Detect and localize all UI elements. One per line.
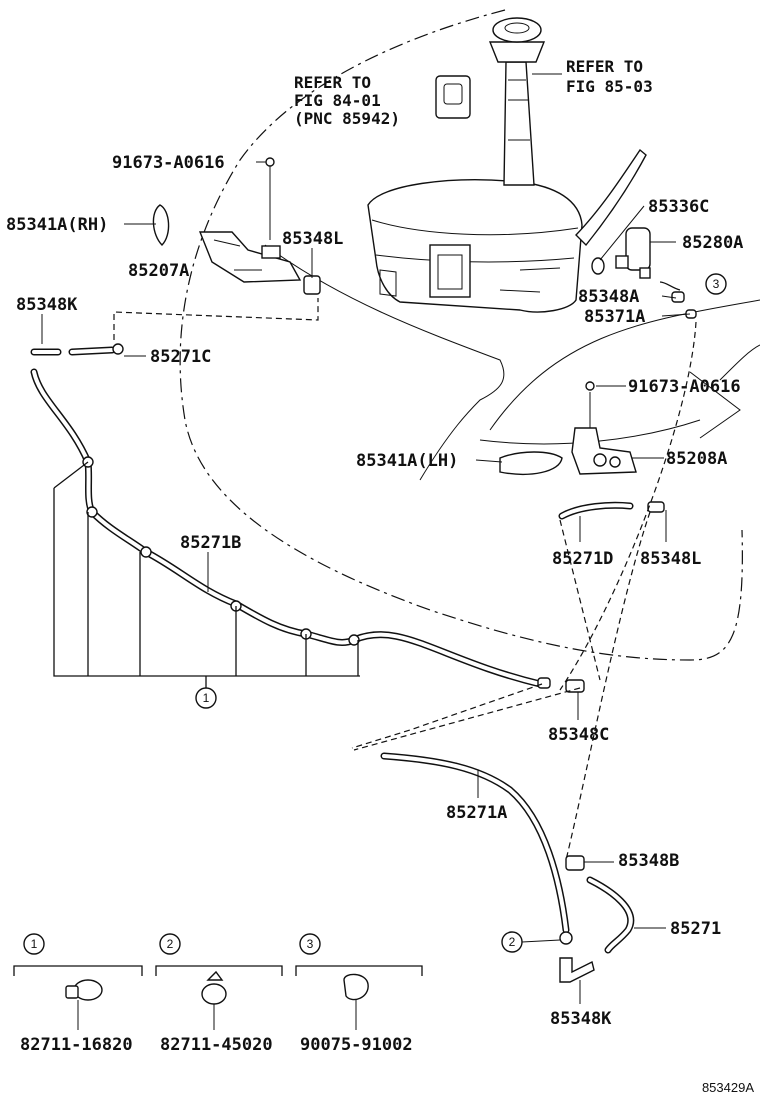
refer-85-line2: FIG 85-03 [566, 77, 653, 96]
lh-cap [499, 451, 563, 475]
callout-3: 3 [705, 273, 727, 295]
callout-1: 1 [195, 687, 217, 709]
lh-nozzle-assembly [571, 381, 637, 475]
svg-text:3: 3 [713, 277, 720, 291]
hose-clamps-b [82, 456, 551, 689]
connector-85348l-top [303, 275, 321, 295]
leader-lines [41, 73, 741, 1004]
label-85348c: 85348C [548, 725, 609, 745]
label-85341a-lh: 85341A(LH) [356, 451, 458, 471]
clip-fig84 [435, 75, 471, 119]
hose-short-3 [659, 281, 681, 291]
washer-pump [615, 227, 651, 279]
kit-legend-1: 1 82711-16820 [13, 933, 143, 1055]
hood-outline [179, 9, 743, 661]
kit1-part-number: 82711-16820 [20, 1035, 133, 1055]
rh-cap [152, 204, 170, 246]
label-85336c: 85336C [648, 197, 709, 217]
label-85341a-rh: 85341A(RH) [6, 215, 108, 235]
connector-85348k-bottom [559, 957, 595, 983]
svg-text:2: 2 [509, 935, 516, 949]
diagram-code: 853429A [702, 1080, 754, 1095]
filler-neck [488, 17, 546, 186]
kit3-part-number: 90075-91002 [300, 1035, 413, 1055]
label-85348l-top: 85348L [282, 229, 343, 249]
connector-85348l-mid [647, 501, 665, 513]
svg-text:3: 3 [307, 937, 314, 951]
fender-line [489, 299, 760, 431]
hose-85271a [380, 752, 570, 934]
kit2-part-number: 82711-45020 [160, 1035, 273, 1055]
label-91673-mid: 91673-A0616 [628, 377, 741, 397]
kit-legend-2: 2 82711-45020 [155, 933, 283, 1055]
label-85207a: 85207A [128, 261, 189, 281]
svg-text:1: 1 [31, 937, 38, 951]
bumper-line [719, 344, 760, 381]
refer-84-line3: (PNC 85942) [294, 109, 400, 128]
joint-85348a [671, 291, 685, 303]
label-85348a: 85348A [578, 287, 639, 307]
connector-85348b [565, 855, 585, 871]
refer-85-line1: REFER TO [566, 57, 643, 76]
label-85280a: 85280A [682, 233, 743, 253]
tank-bracket [575, 148, 647, 247]
svg-text:2: 2 [167, 937, 174, 951]
connector-85348c [565, 679, 585, 693]
label-85348b: 85348B [618, 851, 679, 871]
svg-text:1: 1 [203, 691, 210, 705]
label-85271: 85271 [670, 919, 721, 939]
label-85371a: 85371A [584, 307, 645, 327]
hood-inner-line [264, 244, 505, 481]
callout-1-bracket [53, 461, 360, 688]
label-85348k-bottom: 85348K [550, 1009, 612, 1029]
label-85208a: 85208A [666, 449, 727, 469]
connection-lines [113, 298, 697, 861]
rh-nozzle-assembly [198, 157, 302, 283]
pump-grommet [591, 257, 605, 275]
label-85271b: 85271B [180, 533, 241, 553]
callout-2: 2 [501, 931, 523, 953]
label-85348k-top: 85348K [16, 295, 78, 315]
label-91673-top: 91673-A0616 [112, 153, 225, 173]
label-85271d: 85271D [552, 549, 613, 569]
label-85271c: 85271C [150, 347, 211, 367]
label-85348l-mid: 85348L [640, 549, 701, 569]
kit-legend-3: 3 90075-91002 [295, 933, 423, 1055]
washer-tank [367, 179, 583, 313]
refer-84-line2: FIG 84-01 [294, 91, 381, 110]
refer-84-line1: REFER TO [294, 73, 371, 92]
label-85271a: 85271A [446, 803, 507, 823]
